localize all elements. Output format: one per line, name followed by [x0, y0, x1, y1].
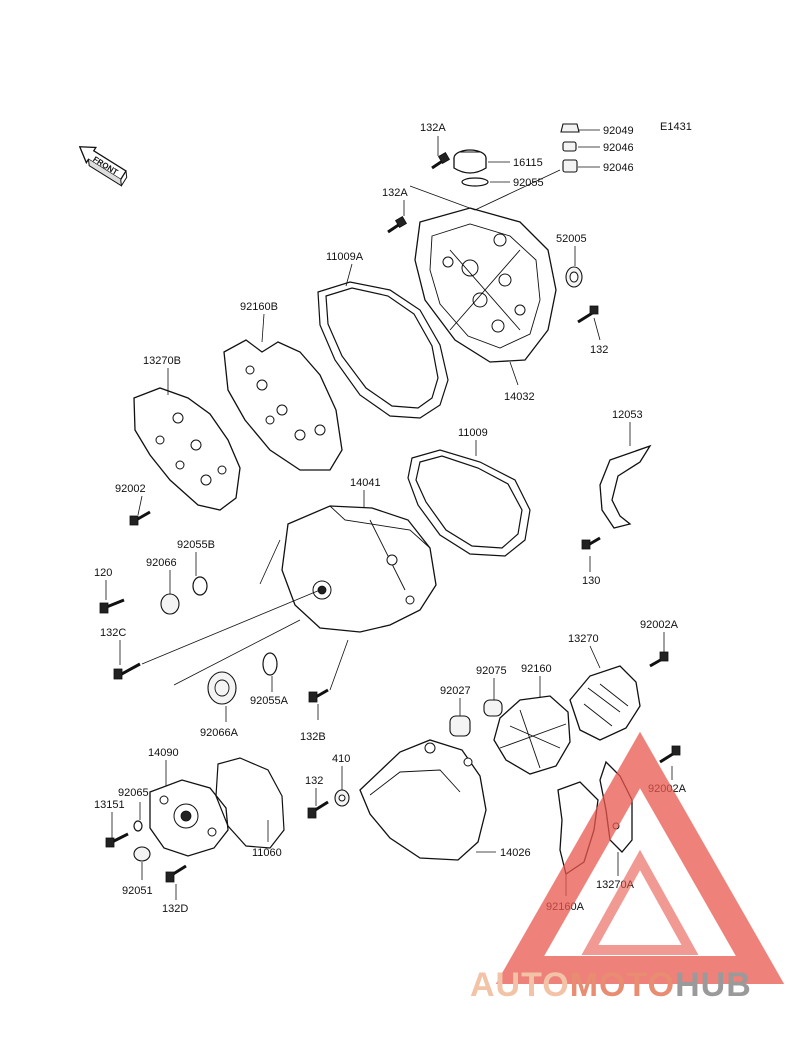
- shield-13270: [569, 665, 641, 741]
- bolt-92002A-bottom: [659, 745, 681, 764]
- plug-92066A: [207, 671, 237, 705]
- callout-132A-top: 132A: [420, 122, 446, 134]
- plug-92066: [160, 593, 180, 615]
- bolt-132C: [113, 662, 141, 680]
- oil-seal-52005: [565, 266, 583, 288]
- bolt-120: [99, 598, 125, 614]
- callout-13270B: 13270B: [143, 355, 181, 367]
- insulator-92160: [493, 695, 571, 775]
- cap-92049: [560, 123, 580, 133]
- callout-16115: 16115: [513, 157, 543, 169]
- collar-92075: [483, 699, 503, 717]
- bolt-132D: [165, 864, 187, 883]
- clutch-cover-14032: [414, 207, 557, 363]
- shield-13270B: [133, 387, 241, 511]
- bolt-92002A-top: [649, 651, 669, 668]
- callout-92002A-top: 92002A: [640, 619, 679, 631]
- bolt-132A-mid: [387, 215, 408, 234]
- callout-92002: 92002: [115, 483, 146, 495]
- callout-labels: 132A 16115 92055 132A 92049 92046 92046 …: [94, 122, 687, 915]
- callout-130: 130: [582, 575, 600, 587]
- bolt-132-right: [577, 305, 599, 324]
- watermark-text-auto: AUTO: [470, 966, 570, 1004]
- callout-11060: 11060: [252, 847, 282, 859]
- callout-14041: 14041: [350, 477, 381, 489]
- callout-132C: 132C: [100, 627, 126, 639]
- bolt-13151: [105, 832, 129, 848]
- o-ring-92055: [461, 177, 489, 187]
- chain-guide-12053: [599, 444, 652, 529]
- callout-92027: 92027: [440, 685, 471, 697]
- generator-cover-14041: [281, 505, 437, 633]
- watermark-text-moto: MOTO: [570, 966, 675, 1004]
- water-pump-14090: [149, 779, 229, 857]
- callout-92066: 92066: [146, 557, 177, 569]
- washer-92046-a: [562, 141, 577, 152]
- o-ring-92055B: [192, 576, 208, 596]
- callout-92051: 92051: [122, 885, 153, 897]
- sprocket-cover-14026: [359, 739, 487, 861]
- callout-92065: 92065: [118, 787, 149, 799]
- watermark-triangle-icon: [495, 731, 785, 984]
- callout-132D: 132D: [162, 903, 188, 915]
- callout-13270: 13270: [568, 633, 599, 645]
- callout-132-right: 132: [590, 344, 608, 356]
- callout-92055A: 92055A: [250, 695, 289, 707]
- callout-12053: 12053: [612, 409, 643, 421]
- bolt-132B: [308, 688, 329, 703]
- bolt-132-bottom: [307, 800, 329, 819]
- insulator-92160B: [223, 339, 343, 471]
- front-arrow-icon: FRONT: [78, 146, 128, 187]
- washer-92046-b: [562, 159, 578, 173]
- callout-14032: 14032: [504, 391, 535, 403]
- leader-lines: [105, 129, 673, 900]
- svg-text:AUTOMOTOHUB: AUTOMOTOHUB: [470, 966, 752, 1004]
- callout-132B: 132B: [300, 731, 326, 743]
- callout-120: 120: [94, 567, 112, 579]
- callout-92055B: 92055B: [177, 539, 215, 551]
- bolt-130: [581, 536, 601, 550]
- callout-52005: 52005: [556, 233, 587, 245]
- callout-92055: 92055: [513, 177, 544, 189]
- gasket-11009: [407, 449, 531, 557]
- callout-11009A: 11009A: [326, 251, 364, 263]
- callout-410: 410: [332, 753, 350, 765]
- bolt-132A-top: [431, 151, 451, 170]
- callout-13151: 13151: [94, 799, 125, 811]
- callout-92160: 92160: [521, 663, 552, 675]
- callout-132-bottom: 132: [305, 775, 323, 787]
- watermark-text-hub: HUB: [675, 966, 752, 1004]
- callout-132A-mid: 132A: [382, 187, 408, 199]
- callout-92160B: 92160B: [240, 301, 278, 313]
- bolt-92002: [129, 510, 151, 526]
- watermark-logo: AUTOMOTOHUB: [470, 731, 785, 1004]
- callout-92075: 92075: [476, 665, 507, 677]
- gasket-11060: [215, 757, 285, 849]
- callout-92046-a: 92046: [603, 142, 634, 154]
- diagram-code: E1431: [660, 121, 692, 133]
- collar-92027: [449, 715, 471, 737]
- o-ring-92065: [133, 820, 143, 832]
- callout-92049: 92049: [603, 125, 634, 137]
- callout-92046-b: 92046: [603, 162, 634, 174]
- callout-14026: 14026: [500, 847, 531, 859]
- gasket-11009A: [317, 281, 449, 419]
- oil-filler-cap: [453, 149, 487, 174]
- washer-410: [334, 789, 350, 807]
- o-ring-92055A: [262, 652, 278, 676]
- callout-11009: 11009: [458, 427, 488, 439]
- clamp-92051: [133, 846, 151, 862]
- callout-14090: 14090: [148, 747, 179, 759]
- callout-92066A: 92066A: [200, 727, 239, 739]
